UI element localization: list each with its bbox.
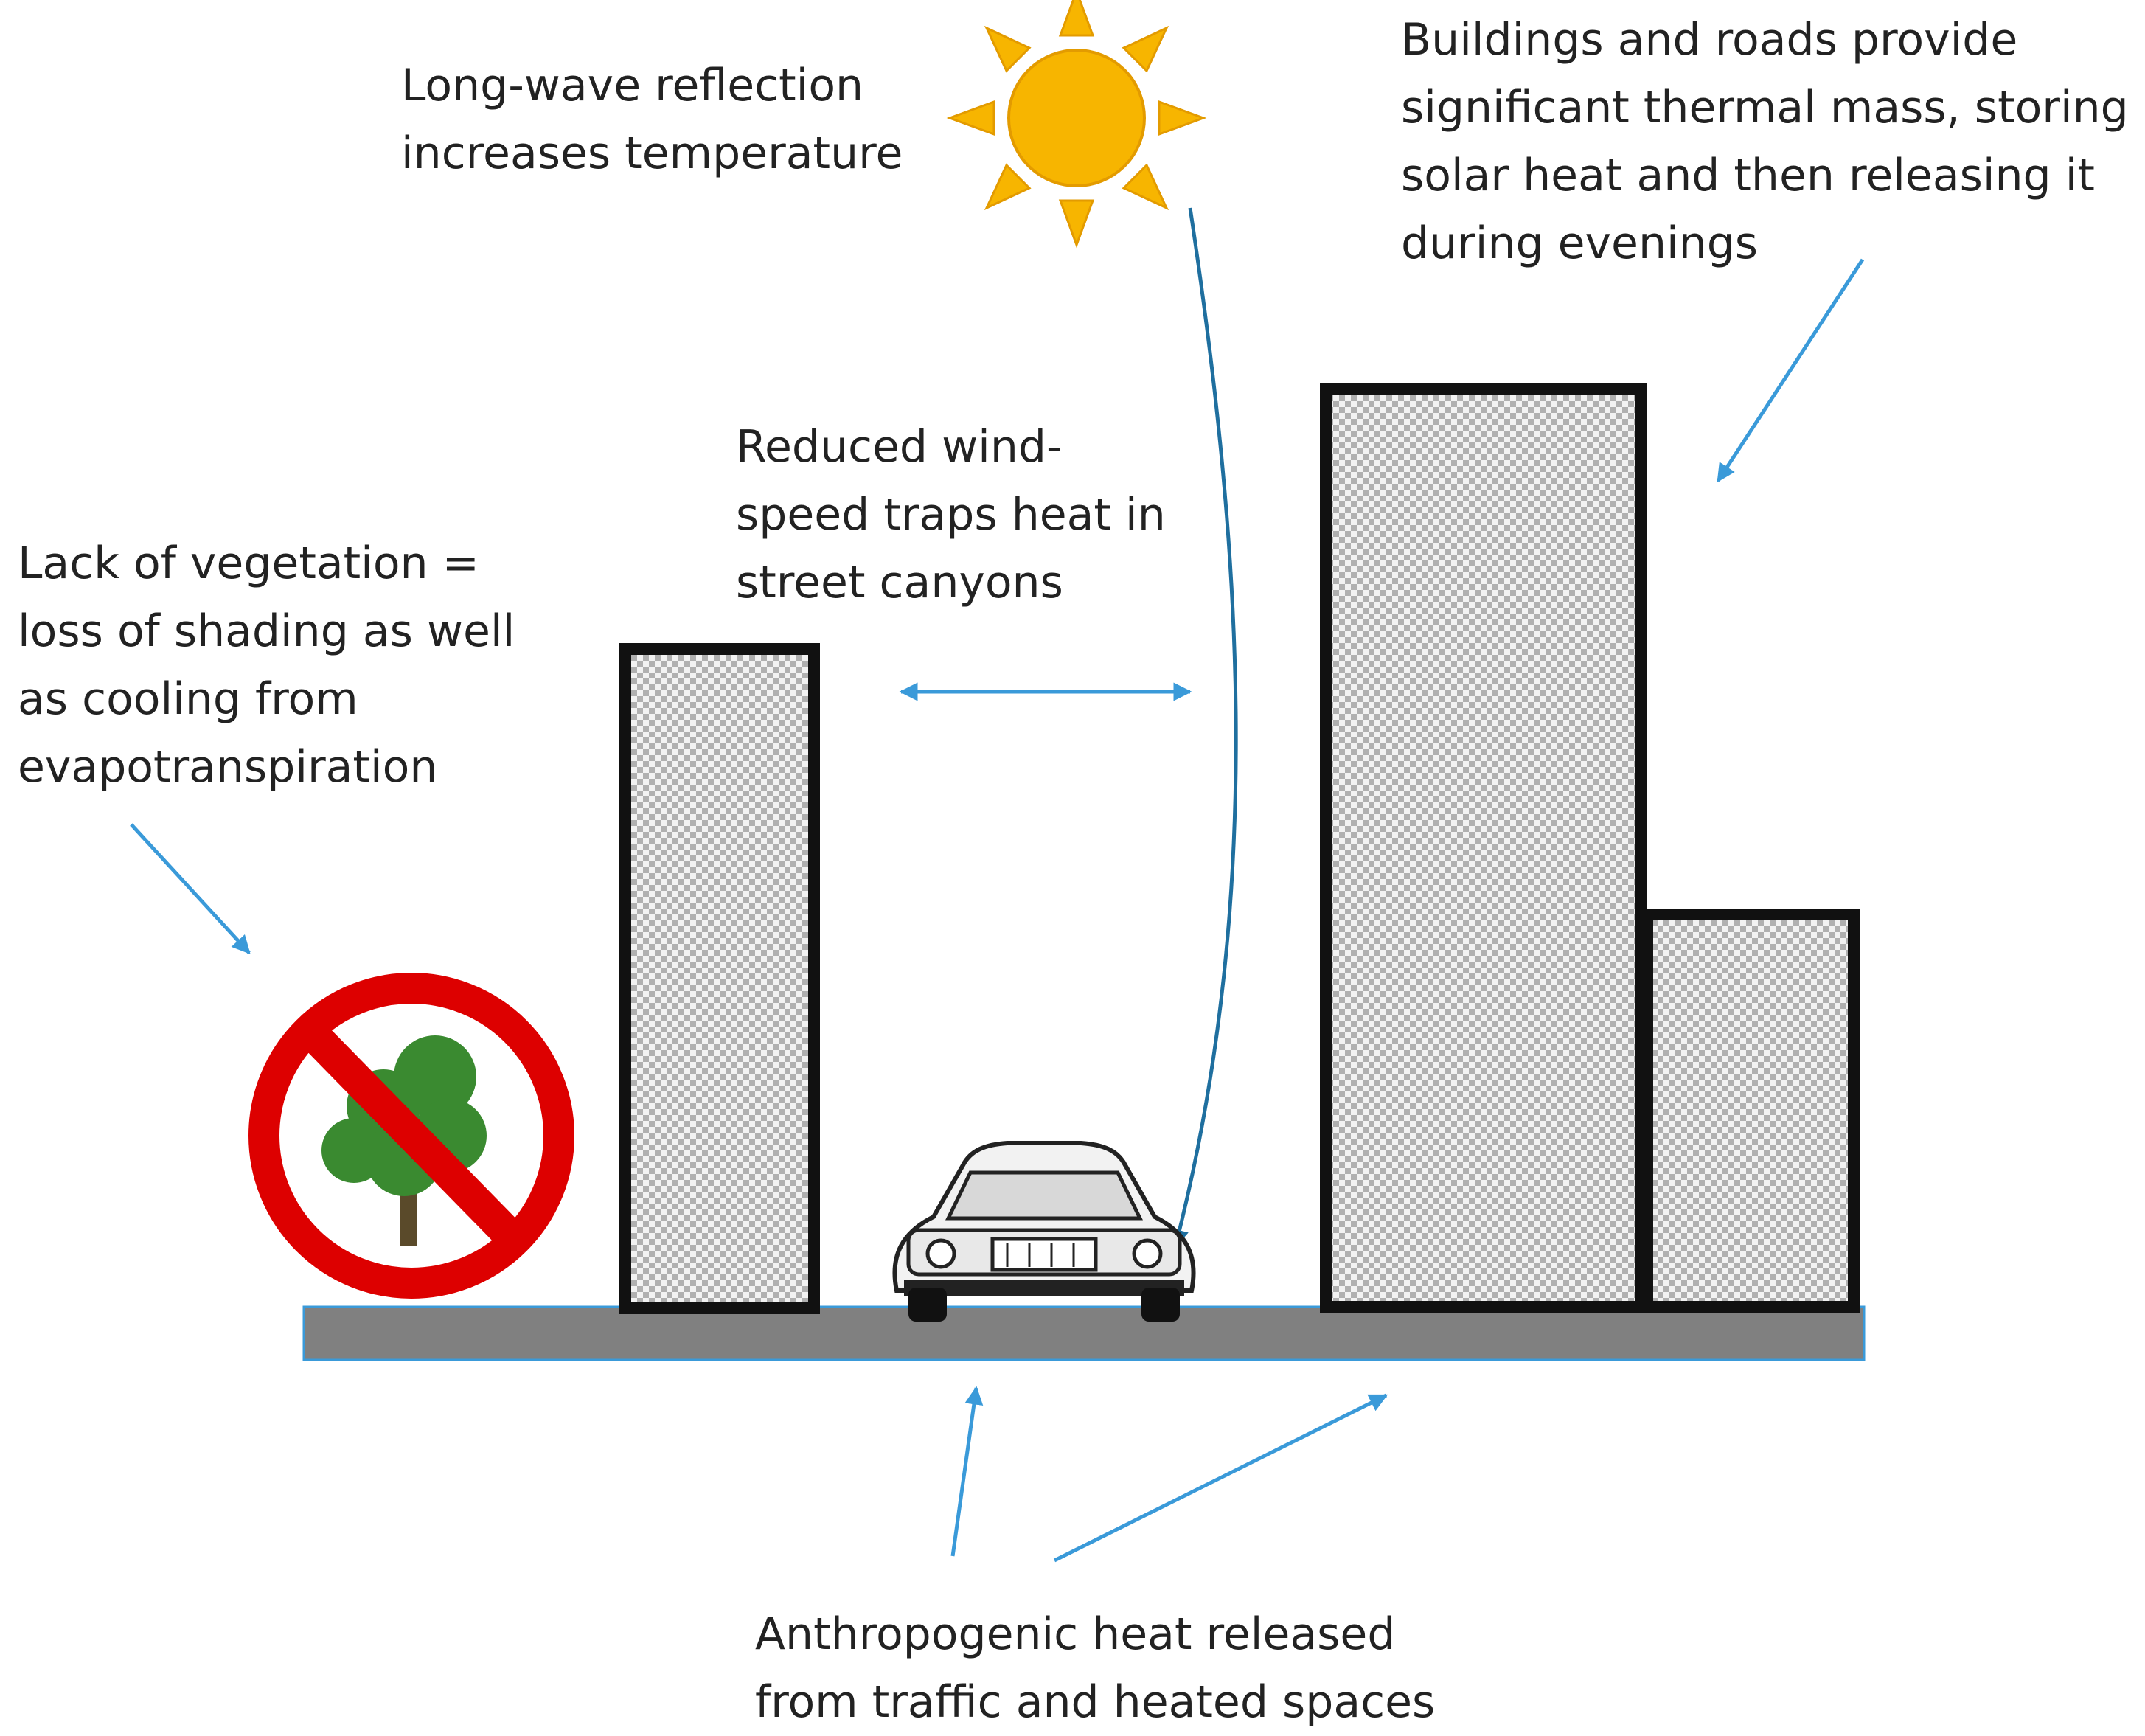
vegetation-line-1: Lack of vegetation = [18,538,479,589]
building-tall [1320,383,1647,1313]
anthropogenic-line-2: from traffic and heated spaces [755,1676,1436,1728]
tree-icon [321,1035,487,1246]
thermal-mass-line-2: significant thermal mass, storing [1401,82,2129,133]
sun-icon [946,0,1207,249]
vegetation-arrow [130,823,251,954]
vegetation-line-3: as cooling from [18,673,358,725]
building-left [619,643,820,1314]
vegetation-line-2: loss of shading as well [18,605,515,657]
thermal-mass-arrow [1716,258,1865,483]
thermal-mass-line-3: solar heat and then releasing it [1401,150,2095,201]
thermal-mass-label: Buildings and roads provide significant … [1401,6,2129,277]
longwave-label: Long-wave reflection increases temperatu… [401,52,903,187]
ground-road [302,1305,1866,1361]
wind-label: Reduced wind- speed traps heat in street… [736,413,1166,617]
anthropogenic-line-1: Anthropogenic heat released [755,1608,1396,1660]
car-icon [892,1141,1196,1322]
thermal-mass-line-4: during evenings [1401,218,1759,269]
wind-line-1: Reduced wind- [736,421,1063,473]
anthropogenic-label: Anthropogenic heat released from traffic… [755,1600,1435,1736]
vegetation-line-4: evapotranspiration [18,741,438,793]
vegetation-label: Lack of vegetation = loss of shading as … [18,530,515,801]
thermal-mass-line-1: Buildings and roads provide [1401,14,2018,66]
longwave-line-2: increases temperature [401,128,903,179]
longwave-arrow [1170,207,1238,1249]
longwave-line-1: Long-wave reflection [401,60,864,111]
wind-line-3: street canyons [736,557,1063,608]
prohibition-icon [248,973,574,1299]
wind-line-2: speed traps heat in [736,489,1166,541]
anthropogenic-arrow-diagonal [1053,1393,1388,1563]
building-short [1641,909,1860,1313]
anthropogenic-arrow-up [950,1386,984,1557]
